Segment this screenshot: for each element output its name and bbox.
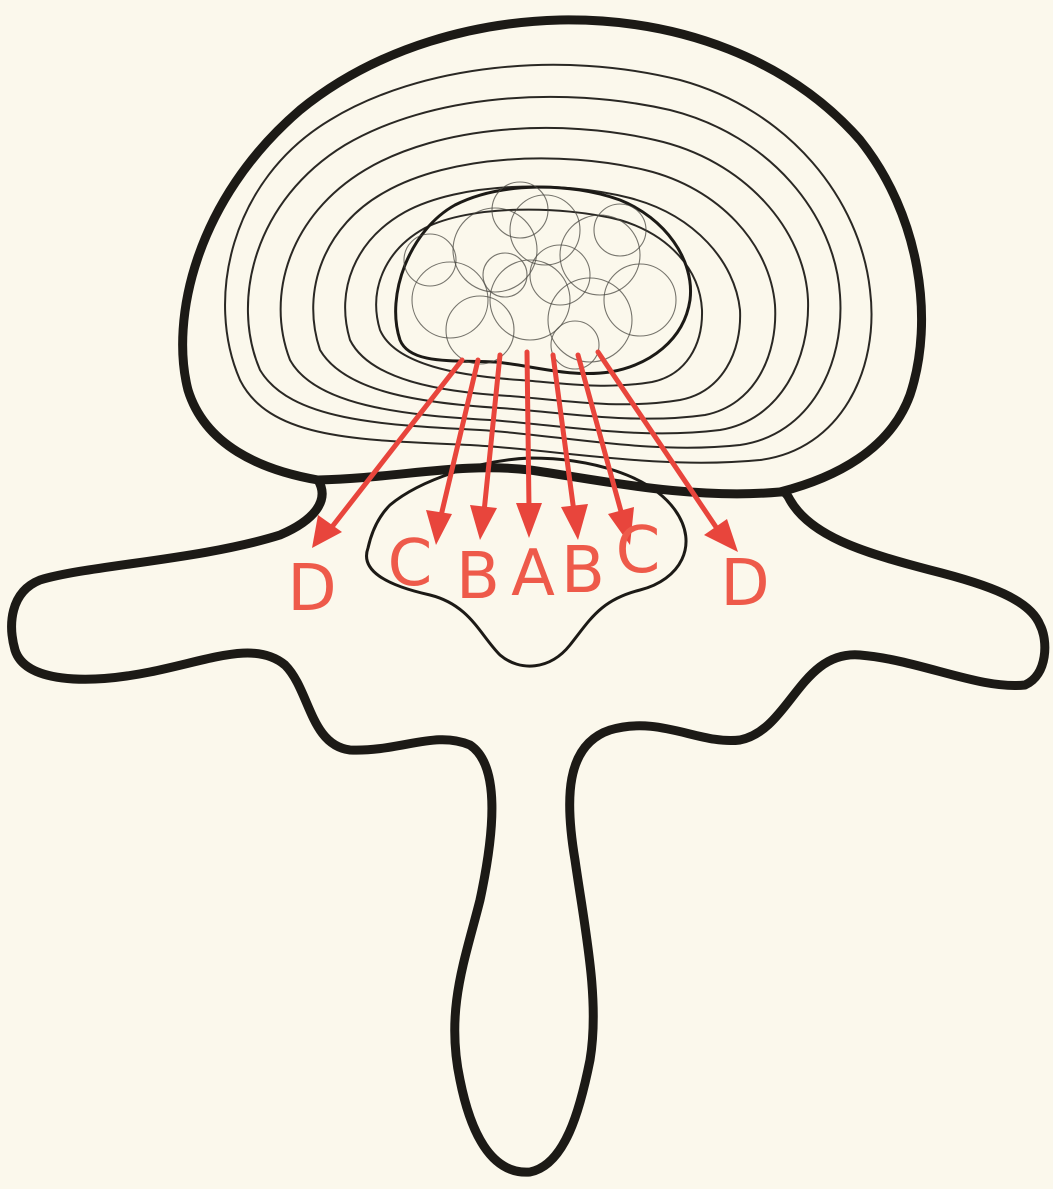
arrow-a-shaft — [527, 352, 529, 508]
vertebral-body-outline — [183, 20, 922, 494]
arrow-b-left-shaft — [484, 355, 500, 512]
arrow-b-left-head — [470, 505, 497, 540]
nucleus-curl — [594, 204, 646, 256]
label-c-left: C — [388, 527, 433, 601]
annulus-ring-4 — [313, 158, 775, 418]
label-d-right: D — [720, 547, 769, 621]
arrow-a-head — [516, 503, 542, 538]
label-d-left: D — [287, 552, 336, 626]
nucleus-curl — [404, 234, 456, 286]
arrow-b-right-shaft — [553, 355, 574, 512]
nucleus-pulposus-outline — [396, 187, 691, 373]
label-c-right: C — [616, 514, 661, 588]
annulus-ring-3 — [281, 128, 808, 433]
nucleus-curl — [548, 278, 632, 362]
annulus-rings — [225, 65, 871, 463]
label-b-left: B — [456, 540, 500, 614]
nucleus-curl — [551, 321, 599, 369]
label-b-right: B — [561, 534, 605, 608]
label-a-center: A — [511, 537, 555, 611]
nucleus-curl — [453, 208, 537, 292]
nucleus-curl — [412, 262, 488, 338]
nucleus-curl — [510, 195, 580, 265]
annulus-ring-6 — [376, 210, 702, 386]
nucleus-curl — [604, 264, 676, 336]
annulus-ring-5 — [345, 186, 740, 404]
arrow-d-right-shaft — [598, 352, 718, 530]
